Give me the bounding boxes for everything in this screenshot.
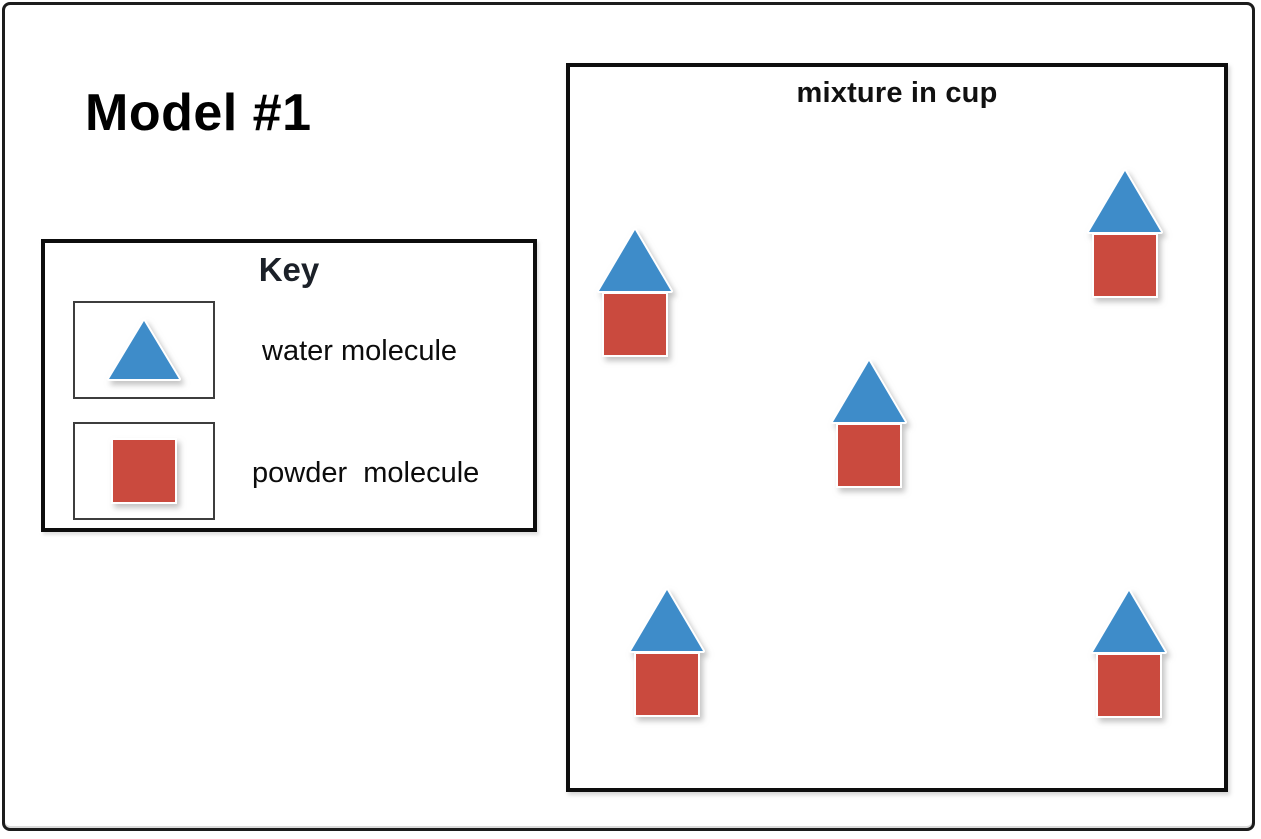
water-triangle-icon — [1087, 169, 1163, 234]
water-triangle-icon — [831, 359, 907, 424]
water-swatch-box — [73, 301, 215, 399]
key-title: Key — [258, 251, 320, 288]
water-triangle-icon — [1091, 589, 1167, 654]
molecule-shape — [831, 359, 907, 488]
key-label-powder: powder molecule — [252, 457, 480, 489]
powder-square-icon — [1096, 653, 1162, 718]
key-label-water: water molecule — [262, 335, 458, 367]
water-triangle-icon — [629, 588, 705, 653]
mixture-molecule-bottom-left — [629, 587, 705, 719]
powder-swatch-box — [73, 422, 215, 520]
powder-square-icon — [602, 292, 668, 357]
molecule-shape — [1091, 589, 1167, 718]
powder-square-icon — [1092, 233, 1158, 298]
powder-square-icon — [634, 652, 700, 717]
mixture-title: mixture in cup — [796, 77, 998, 109]
mixture-molecule-top-left — [597, 227, 673, 359]
powder-square-icon — [111, 438, 177, 504]
molecule-shape — [629, 588, 705, 717]
page-title: Model #1 — [85, 84, 312, 142]
water-triangle-icon — [597, 228, 673, 293]
molecule-shape — [1087, 169, 1163, 298]
key-box: Key water molecule powder molecule — [41, 239, 537, 532]
mixture-molecule-top-right — [1087, 168, 1163, 300]
mixture-box: mixture in cup — [566, 63, 1228, 792]
powder-square-icon — [836, 423, 902, 488]
mixture-molecule-middle — [831, 358, 907, 490]
mixture-molecule-bottom-right — [1091, 588, 1167, 720]
molecule-shape — [597, 228, 673, 357]
water-triangle-icon — [107, 319, 181, 381]
